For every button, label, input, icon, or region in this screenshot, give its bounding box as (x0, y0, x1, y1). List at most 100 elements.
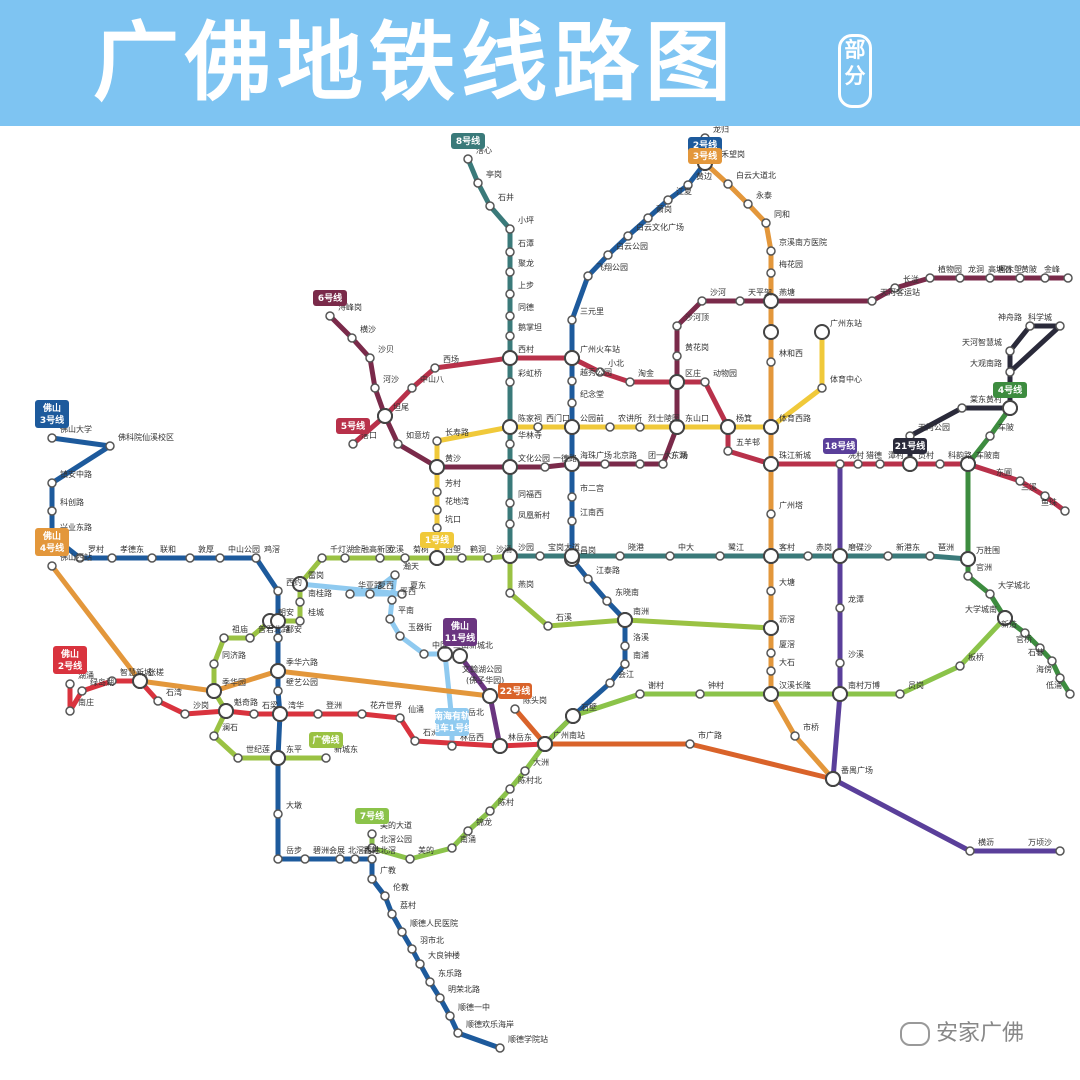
station-dot[interactable] (273, 854, 283, 864)
station-dot[interactable] (963, 571, 973, 581)
station-dot[interactable] (1055, 321, 1065, 331)
station-dot[interactable] (415, 959, 425, 969)
station-dot[interactable] (463, 826, 473, 836)
station-dot[interactable] (107, 676, 117, 686)
station-dot[interactable] (955, 273, 965, 283)
station-dot[interactable] (435, 993, 445, 1003)
interchange-station[interactable] (270, 663, 286, 679)
station-dot[interactable] (583, 574, 593, 584)
interchange-station[interactable] (960, 456, 976, 472)
station-dot[interactable] (1055, 846, 1065, 856)
interchange-station[interactable] (437, 646, 453, 662)
station-dot[interactable] (505, 498, 515, 508)
station-dot[interactable] (715, 551, 725, 561)
station-dot[interactable] (965, 846, 975, 856)
station-dot[interactable] (387, 595, 397, 605)
interchange-station[interactable] (565, 708, 581, 724)
station-dot[interactable] (615, 551, 625, 561)
station-dot[interactable] (867, 296, 877, 306)
station-dot[interactable] (107, 553, 117, 563)
station-dot[interactable] (47, 561, 57, 571)
station-dot[interactable] (245, 633, 255, 643)
interchange-station[interactable] (429, 550, 445, 566)
station-dot[interactable] (1065, 689, 1075, 699)
station-dot[interactable] (817, 383, 827, 393)
station-dot[interactable] (447, 741, 457, 751)
station-dot[interactable] (635, 422, 645, 432)
interchange-station[interactable] (669, 419, 685, 435)
station-dot[interactable] (215, 553, 225, 563)
station-dot[interactable] (430, 363, 440, 373)
station-dot[interactable] (505, 377, 515, 387)
station-dot[interactable] (595, 367, 605, 377)
station-dot[interactable] (425, 977, 435, 987)
interchange-station[interactable] (429, 459, 445, 475)
station-dot[interactable] (380, 891, 390, 901)
station-dot[interactable] (273, 686, 283, 696)
station-dot[interactable] (505, 247, 515, 257)
station-dot[interactable] (375, 553, 385, 563)
station-dot[interactable] (300, 854, 310, 864)
interchange-station[interactable] (763, 419, 779, 435)
interchange-station[interactable] (206, 683, 222, 699)
station-dot[interactable] (505, 439, 515, 449)
station-dot[interactable] (350, 854, 360, 864)
station-dot[interactable] (658, 459, 668, 469)
station-dot[interactable] (505, 519, 515, 529)
station-dot[interactable] (925, 273, 935, 283)
station-dot[interactable] (985, 431, 995, 441)
station-dot[interactable] (835, 658, 845, 668)
station-dot[interactable] (723, 446, 733, 456)
interchange-station[interactable] (617, 612, 633, 628)
station-dot[interactable] (540, 462, 550, 472)
interchange-station[interactable] (832, 686, 848, 702)
station-dot[interactable] (233, 753, 243, 763)
station-dot[interactable] (397, 927, 407, 937)
station-dot[interactable] (251, 553, 261, 563)
station-dot[interactable] (735, 296, 745, 306)
station-dot[interactable] (620, 659, 630, 669)
interchange-station[interactable] (763, 293, 779, 309)
station-dot[interactable] (65, 679, 75, 689)
station-dot[interactable] (543, 621, 553, 631)
interchange-station[interactable] (218, 703, 234, 719)
station-dot[interactable] (520, 766, 530, 776)
station-dot[interactable] (77, 686, 87, 696)
station-dot[interactable] (567, 376, 577, 386)
station-dot[interactable] (766, 357, 776, 367)
station-dot[interactable] (723, 179, 733, 189)
interchange-station[interactable] (832, 548, 848, 564)
station-dot[interactable] (605, 678, 615, 688)
station-dot[interactable] (766, 246, 776, 256)
station-dot[interactable] (505, 331, 515, 341)
station-dot[interactable] (453, 1028, 463, 1038)
station-dot[interactable] (883, 551, 893, 561)
station-dot[interactable] (567, 492, 577, 502)
station-dot[interactable] (367, 843, 377, 853)
station-dot[interactable] (473, 178, 483, 188)
station-dot[interactable] (761, 218, 771, 228)
station-dot[interactable] (325, 311, 335, 321)
interchange-station[interactable] (270, 750, 286, 766)
station-dot[interactable] (447, 843, 457, 853)
station-dot[interactable] (685, 739, 695, 749)
interchange-station[interactable] (960, 551, 976, 567)
station-dot[interactable] (505, 784, 515, 794)
station-dot[interactable] (505, 224, 515, 234)
station-dot[interactable] (335, 854, 345, 864)
station-dot[interactable] (432, 436, 442, 446)
station-dot[interactable] (1040, 491, 1050, 501)
interchange-station[interactable] (377, 408, 393, 424)
station-dot[interactable] (925, 551, 935, 561)
station-dot[interactable] (209, 659, 219, 669)
station-dot[interactable] (895, 689, 905, 699)
station-dot[interactable] (533, 422, 543, 432)
station-dot[interactable] (766, 666, 776, 676)
interchange-station[interactable] (272, 706, 288, 722)
interchange-station[interactable] (564, 419, 580, 435)
station-dot[interactable] (535, 551, 545, 561)
station-dot[interactable] (1025, 321, 1035, 331)
interchange-station[interactable] (720, 419, 736, 435)
interchange-station[interactable] (502, 459, 518, 475)
interchange-station[interactable] (452, 648, 468, 664)
